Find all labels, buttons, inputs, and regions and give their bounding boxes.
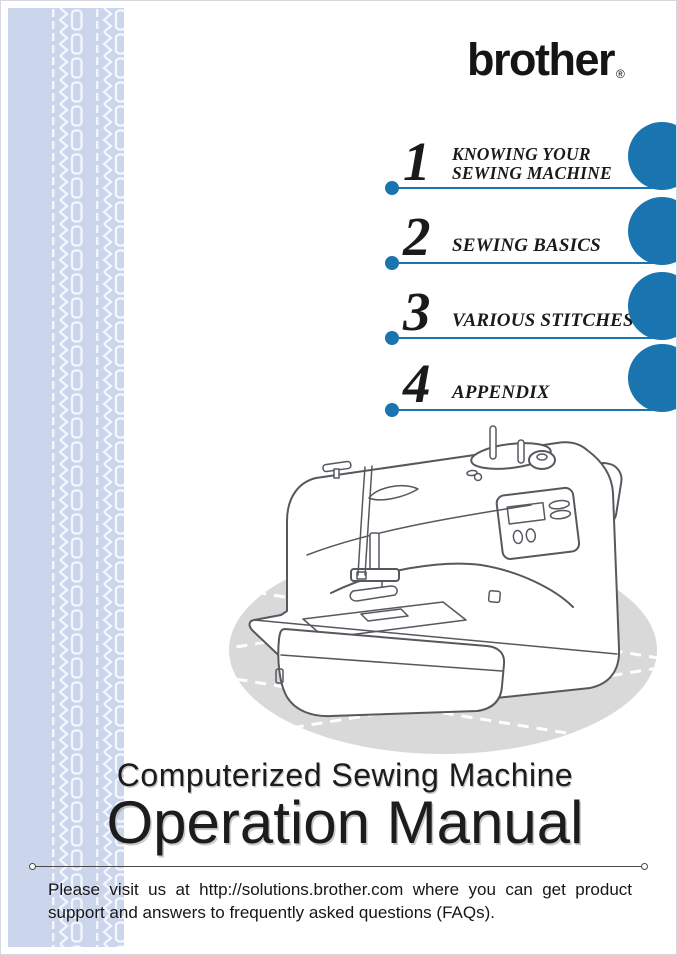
cover-subtitle: Computerized Sewing Machine <box>116 757 574 793</box>
page-title: Operation Manual <box>106 789 584 856</box>
chapter-number: 4 <box>403 353 431 414</box>
divider-end-circle-right <box>641 863 648 870</box>
chapter-title-line: KNOWING YOUR <box>452 144 591 165</box>
brand-wordmark: brother <box>467 34 616 85</box>
accessory-tray <box>275 628 506 718</box>
chapter-tab-semicircle-3 <box>628 272 676 340</box>
chapter-tab-semicircle-2 <box>628 197 676 265</box>
chapter-title-line: APPENDIX <box>452 382 550 404</box>
presser-foot-assembly <box>349 532 400 602</box>
chapter-title-line: SEWING MACHINE <box>452 163 612 184</box>
control-panel <box>495 486 581 560</box>
chapter-title-line: VARIOUS STITCHES <box>452 310 634 332</box>
chapter-item-4: 4 APPENDIX <box>385 341 670 417</box>
registered-trademark-symbol: ® <box>616 67 625 81</box>
chapter-item-3: 3 VARIOUS STITCHES <box>385 269 670 345</box>
chapter-item-2: 2 SEWING BASICS <box>385 194 670 270</box>
bullet-dot <box>385 403 399 417</box>
bobbin-winder-pin <box>517 439 525 464</box>
chapter-title: APPENDIX <box>452 383 550 404</box>
brother-logo: brother ® <box>467 37 625 82</box>
panel-button <box>525 528 537 543</box>
divider-end-circle-left <box>29 863 36 870</box>
chapter-number: 2 <box>403 206 431 267</box>
thread-guide <box>322 460 352 479</box>
panel-button <box>512 529 524 545</box>
chapter-item-1: 1 KNOWING YOUR SEWING MACHINE <box>385 119 670 195</box>
chapter-tab-semicircle-4 <box>628 344 676 412</box>
spool-area <box>466 425 556 477</box>
divider-line <box>34 866 644 867</box>
sewing-machine-illustration <box>229 425 657 754</box>
lcd-display <box>506 501 546 525</box>
chapter-title: KNOWING YOUR SEWING MACHINE <box>452 145 612 183</box>
chapter-number: 1 <box>403 131 431 192</box>
spool-pin <box>489 425 497 460</box>
chapter-title-line: SEWING BASICS <box>452 235 601 257</box>
chapter-number: 3 <box>403 281 431 342</box>
speed-slider <box>548 499 570 510</box>
bullet-dot <box>385 181 399 195</box>
threading-slot <box>368 485 419 501</box>
bullet-dot <box>385 331 399 345</box>
stitch-pattern-stripe <box>8 8 124 947</box>
bullet-dot <box>385 256 399 270</box>
chapter-title: SEWING BASICS <box>452 236 601 257</box>
chapter-tab-semicircle-1 <box>628 122 676 190</box>
support-note: Please visit us at http://solutions.brot… <box>48 880 632 923</box>
chapter-title: VARIOUS STITCHES <box>452 311 634 332</box>
